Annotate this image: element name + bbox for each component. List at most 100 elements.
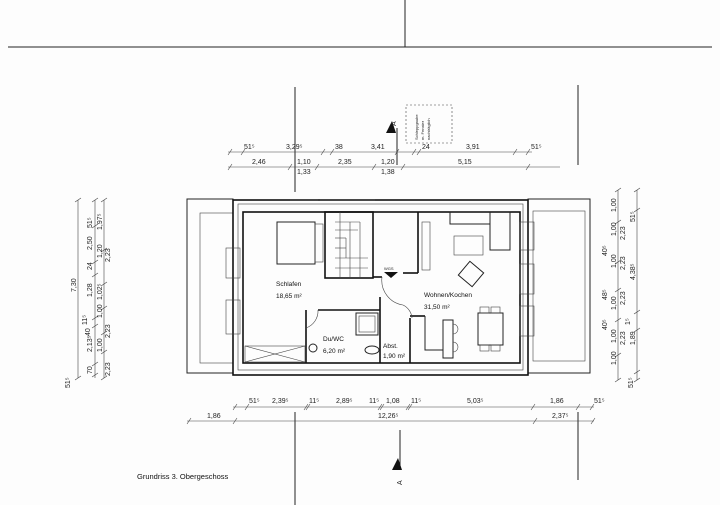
dimension-tick	[320, 148, 326, 156]
dimension-label: 40	[85, 328, 92, 336]
dimension-label: 11⁵	[309, 398, 319, 405]
dimension-label: 1,86	[550, 398, 564, 405]
storage-cross	[244, 345, 306, 363]
dimension-label: 51⁵	[244, 144, 255, 151]
dimension-label: 40⁵	[602, 245, 609, 256]
dimension-tick	[633, 207, 641, 213]
room-area: 18,65 m²	[276, 293, 302, 300]
shower	[355, 312, 379, 336]
dimension-tick	[614, 377, 622, 383]
dimension-label: 2,23	[620, 226, 627, 240]
dimension-label: 51⁵	[594, 398, 605, 405]
dimension-label: 2,23	[620, 331, 627, 345]
dimension-label: 51⁵	[630, 211, 637, 222]
dimension-label: 1,00	[611, 222, 618, 236]
dimension-tick	[329, 148, 335, 156]
dimension-label: 12,26⁵	[378, 413, 399, 420]
kitchen-counter	[424, 316, 459, 359]
dimension-label: 4,38⁵	[630, 263, 637, 280]
dimension-lines	[74, 148, 641, 425]
right-balcony	[527, 198, 591, 374]
washbasin	[308, 343, 318, 353]
dimension-label: 40⁵	[602, 319, 609, 330]
dimension-tick	[100, 197, 108, 203]
room-name: Du/WC	[323, 336, 344, 343]
dimension-tick	[100, 247, 108, 253]
dimension-label: 1,20	[97, 244, 104, 258]
dimension-tick	[532, 417, 538, 425]
dimension-label: 2,23	[105, 324, 112, 338]
dimension-tick	[614, 317, 622, 323]
room-name: Abst.	[383, 343, 398, 350]
dimension-label: 1,10	[297, 159, 311, 166]
dimension-tick	[614, 187, 622, 193]
dimension-label: 51⁵	[87, 217, 94, 228]
dimension-tick	[91, 372, 99, 378]
dimension-tick	[575, 403, 581, 411]
dimension-label: 24	[422, 144, 430, 151]
interior-walls	[305, 212, 425, 363]
section-marker-bottom: A	[392, 458, 404, 485]
dimension-tick	[525, 148, 531, 156]
dimension-tick	[411, 148, 417, 156]
dimension-label: 70	[87, 366, 94, 374]
dimension-tick	[303, 403, 309, 411]
dimension-label: 1⁵	[625, 318, 632, 325]
room-area: 31,50 m²	[424, 304, 450, 311]
dimension-tick	[91, 323, 99, 329]
dimension-label: 1,00	[611, 296, 618, 310]
dimension-label: 1,00	[611, 351, 618, 365]
dimension-tick	[590, 417, 596, 425]
dimension-tick	[232, 403, 238, 411]
dimension-tick	[227, 148, 233, 156]
dimension-tick	[186, 417, 192, 425]
dimension-tick	[314, 163, 320, 171]
dimension-tick	[589, 403, 595, 411]
dimension-tick	[530, 403, 536, 411]
section-label: A	[397, 480, 404, 485]
dimension-tick	[100, 375, 108, 381]
dimension-tick	[633, 187, 641, 193]
dimension-label: 2,13⁵	[87, 335, 94, 352]
dimension-label: 2,23	[105, 362, 112, 376]
dimension-tick	[100, 330, 108, 336]
dimension-tick	[305, 403, 311, 411]
dimension-tick	[633, 377, 641, 383]
stair-arrow: WGS	[384, 266, 398, 278]
dimension-label: 2,39⁵	[272, 398, 289, 405]
dimension-label: 48⁵	[602, 289, 609, 300]
dimension-tick	[100, 305, 108, 311]
dimension-label: 1,86	[207, 413, 221, 420]
room-area: 1,90 m²	[383, 353, 406, 360]
dimension-tick	[91, 197, 99, 203]
dimension-tick	[614, 259, 622, 265]
dormer-note: Schleppgaube m. Fenster nachträglich	[405, 104, 453, 144]
dormer-note-line: m. Fenster	[420, 120, 425, 140]
dimension-label: 38	[335, 144, 343, 151]
dimension-label: 3,41	[371, 144, 385, 151]
dimension-label: 24	[87, 262, 94, 270]
dimension-tick	[394, 148, 400, 156]
room-name: Wohnen/Kochen	[424, 292, 472, 299]
dimension-label: 51⁵	[628, 377, 635, 388]
dimension-tick	[377, 403, 383, 411]
dimension-tick	[244, 403, 250, 411]
dimension-label: 11⁵	[369, 398, 379, 405]
dimension-tick	[512, 148, 518, 156]
dimension-tick	[91, 272, 99, 278]
dimension-label: 7,30	[71, 278, 78, 292]
dimension-tick	[74, 375, 82, 381]
dormer-note-line: Schleppgaube	[414, 114, 419, 140]
dimension-tick	[614, 352, 622, 358]
dimension-tick	[371, 163, 377, 171]
dimension-label: 11⁵	[82, 315, 89, 325]
dining-table	[477, 306, 504, 352]
dimension-label: 1,89	[630, 331, 637, 345]
plan-caption: Grundriss 3. Obergeschoss	[137, 472, 229, 481]
dimension-tick	[614, 287, 622, 293]
dimension-label: 1,00	[611, 198, 618, 212]
dimension-tick	[91, 315, 99, 321]
stair-label: WGS	[384, 266, 394, 271]
